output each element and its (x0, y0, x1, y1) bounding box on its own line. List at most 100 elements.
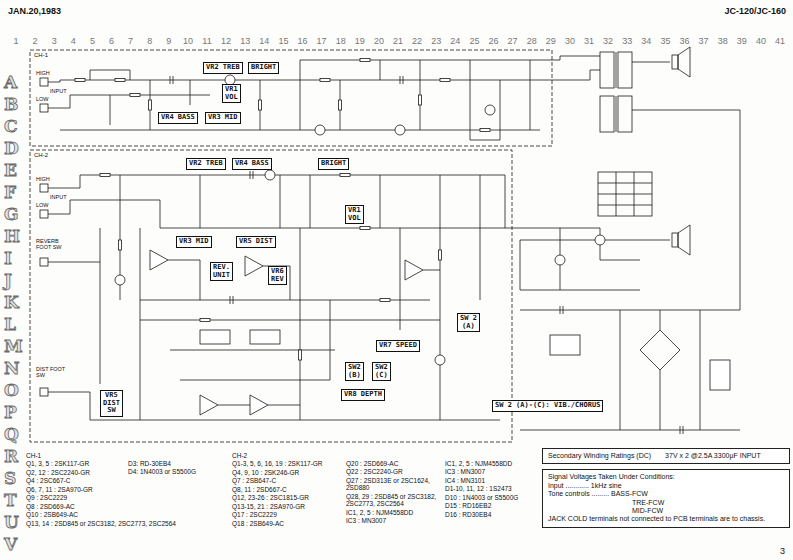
parts-list-entry: Q18 : 2SB649-AC (232, 520, 344, 527)
parts-list-entry: IC1, 2, 5 : NJM4558DD (445, 460, 539, 467)
grid-column-number: 14 (259, 36, 269, 46)
schematic-stroke (678, 225, 690, 255)
parts-list-entry: D1-10, 11, 12 : 1S2473 (445, 485, 539, 492)
control-label-box: VR5 DIST (236, 236, 276, 248)
schematic-stroke (520, 228, 670, 290)
parts-list-entry: Q27 : 2SD313E or 2SC1624, 2SD880 (346, 477, 442, 492)
grid-column-number: 41 (775, 36, 785, 46)
control-label: VR3 MID (208, 114, 238, 122)
control-label: VR3 MID (179, 238, 209, 246)
grid-column-number: 5 (90, 36, 95, 46)
grid-column-number: 36 (679, 36, 689, 46)
control-label-box: SW2 (C) (372, 362, 391, 381)
grid-row-letter: I (4, 250, 12, 267)
parts-list-entry: D4: 1N4003 or S5500G (128, 468, 228, 475)
schematic-stroke (640, 330, 680, 370)
schematic-stroke (200, 395, 218, 415)
schematic-stroke (245, 256, 263, 276)
grid-column-number: 28 (527, 36, 537, 46)
note-text: TRE-FCW (548, 499, 784, 507)
schematic-label: HIGH (36, 176, 50, 182)
parts-list-entry: D16 : RD30EB4 (445, 511, 539, 518)
schematic-stroke (618, 96, 632, 132)
schematic-label: LOW (36, 202, 49, 208)
grid-column-number: 8 (147, 36, 152, 46)
schematic-stroke (130, 94, 140, 97)
grid-row-letter: F (4, 184, 16, 201)
control-label-box: VR7 SPEED (376, 340, 420, 352)
grid-row-letter: O (4, 382, 19, 399)
model-title: JC-120/JC-160 (724, 6, 786, 16)
grid-column-number: 7 (128, 36, 133, 46)
grid-column-number: 6 (109, 36, 114, 46)
control-label: REV. UNIT (213, 264, 230, 279)
grid-column-number: 31 (584, 36, 594, 46)
schematic-stroke (200, 330, 230, 344)
schematic-label: HIGH (36, 70, 50, 76)
grid-column-number: 13 (240, 36, 250, 46)
control-label-box: BRIGHT (318, 158, 349, 170)
grid-column-number: 9 (166, 36, 171, 46)
grid-column-number: 29 (546, 36, 556, 46)
control-label: SW 2 (A)-(C): VIB./CHORUS (495, 402, 600, 410)
control-label: VR1 VOL (225, 86, 238, 101)
control-label: SW2 (B) (348, 364, 361, 379)
parts-list-entry: Q22 : 2SC2240-GR (346, 468, 442, 475)
schematic-stroke (250, 395, 268, 415)
grid-column-number: 4 (71, 36, 76, 46)
schematic-label: LOW (36, 96, 49, 102)
grid-column-number: 16 (297, 36, 307, 46)
parts-list-entry: Q28, 29 : 2SD845 or 2SC3182, 2SC2773, 2S… (346, 493, 442, 508)
schematic-label: CH-2 (34, 152, 48, 159)
control-label-box: VR4 BASS (158, 112, 198, 124)
schematic-stroke (170, 76, 683, 434)
grid-column-number: 35 (660, 36, 670, 46)
schematic-stroke (520, 310, 740, 430)
grid-column-number: 17 (317, 36, 327, 46)
parts-list-entry: IC4 : MN3101 (445, 477, 539, 484)
parts-list-entry: Q2, 12 : 2SC2240-GR (26, 469, 226, 476)
grid-row-letter: S (4, 470, 16, 487)
schematic-label: DIST FOOT SW (36, 366, 66, 378)
schematic-stroke (149, 100, 152, 110)
grid-row-letter: N (4, 360, 20, 377)
grid-column-number: 24 (450, 36, 460, 46)
control-label-box: VR5 DIST SW (100, 390, 123, 417)
grid-column-number: 21 (393, 36, 403, 46)
control-label: VR5 DIST SW (103, 392, 120, 415)
date-stamp: JAN.20,1983 (8, 6, 61, 16)
note-box: Signal Voltages Taken Under Conditions:I… (542, 469, 790, 527)
control-label-box: BRIGHT (248, 62, 279, 74)
schematic-stroke (265, 170, 275, 180)
grid-column-number: 19 (355, 36, 365, 46)
schematic-stroke (545, 56, 740, 310)
schematic-stroke (419, 95, 422, 105)
grid-column-number: 32 (603, 36, 613, 46)
control-label: BRIGHT (251, 64, 276, 72)
control-label: VR8 DEPTH (344, 391, 382, 399)
note-text: Secondary Winding Ratings (DC) (548, 452, 651, 460)
parts-list-entry: D3: RD-30EB4 (128, 460, 228, 467)
schematic-stroke (598, 172, 652, 216)
grid-row-letter: K (4, 294, 19, 311)
schematic-stroke (485, 105, 495, 115)
parts-list-entry: D10 : 1N4003 or S5500G (445, 494, 539, 501)
parts-list-entry: Q9 : 2SC2229 (26, 494, 226, 501)
control-label-box: VR6 REV (268, 266, 287, 285)
control-label-box: VR1 VOL (345, 205, 364, 224)
control-label-box: SW2 (B) (345, 362, 364, 381)
schematic-stroke (315, 125, 325, 135)
grid-row-letter: D (4, 140, 19, 157)
grid-column-number: 22 (412, 36, 422, 46)
grid-column-number: 37 (699, 36, 709, 46)
grid-column-number: 30 (565, 36, 575, 46)
schematic-stroke (40, 258, 48, 266)
schematic-stroke (48, 175, 600, 420)
grid-column-number: 25 (469, 36, 479, 46)
grid-row-letter: Q (4, 426, 19, 443)
schematic-stroke (115, 275, 125, 285)
grid-column-number: 39 (737, 36, 747, 46)
grid-row-letter: T (4, 492, 17, 509)
grid-row-letter: L (4, 316, 16, 333)
